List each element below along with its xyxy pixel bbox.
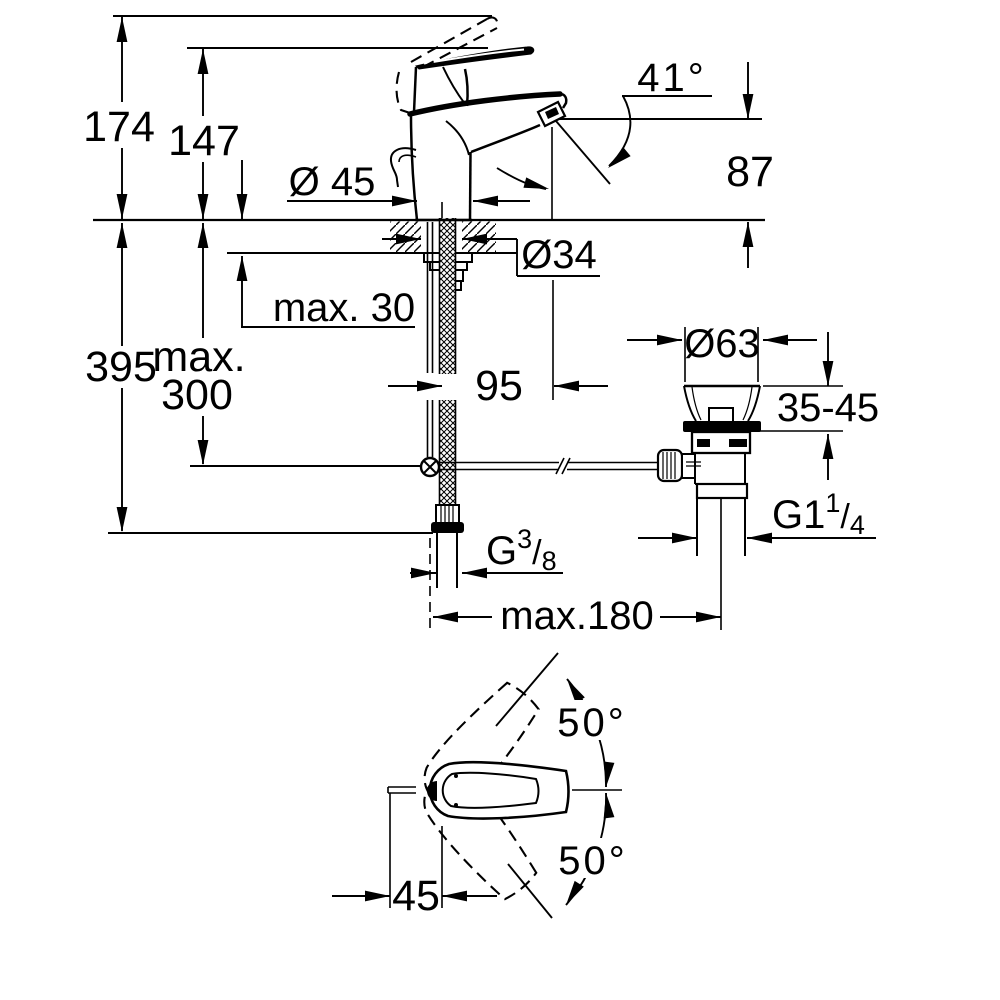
deck-hatch-left: [390, 221, 421, 253]
deck-hatch-right: [462, 221, 496, 253]
dim-swivel-up: 50°: [557, 701, 627, 745]
dim-handle-offset: 45: [392, 872, 440, 920]
dim-rod-length-word: max.: [152, 333, 245, 381]
dim-outlet-height: 87: [726, 148, 774, 196]
supply-hose: [431, 218, 464, 588]
dim-waste-thread: G11/4: [772, 488, 865, 540]
spout-underside: [470, 123, 541, 154]
handle-top-view: [387, 681, 570, 901]
dim-supply-thread: G3/8: [486, 524, 557, 576]
pop-up-waste-assembly: [656, 384, 761, 556]
dimension-labels: 174 147 41° 87 Ø 45 Ø34 max. 30 395 max.…: [83, 56, 879, 920]
lever-raised-dashed: [395, 16, 499, 115]
dim-lever-height: 147: [168, 117, 240, 165]
dim-spout-angle: 41°: [637, 56, 707, 100]
dim-swivel-down: 50°: [558, 839, 628, 883]
faucet-body: [389, 16, 568, 222]
aerator: [536, 100, 567, 128]
handle-pivot-mark: [427, 781, 437, 801]
waste-tailpiece: [695, 482, 749, 500]
rod-knob: [656, 448, 701, 483]
dim-rod-length-value: 300: [161, 371, 233, 419]
dim-hole-diameter: Ø34: [521, 233, 597, 277]
dim-spout-projection: 95: [475, 362, 523, 410]
waste-body: [690, 430, 752, 455]
handle-block: [412, 66, 418, 113]
dim-overall-height: 174: [83, 103, 155, 151]
dim-waste-height-range: 35-45: [777, 386, 879, 430]
handle-tab: [387, 786, 416, 794]
handle-outline: [428, 760, 570, 820]
dim-deck-thickness: max. 30: [273, 286, 415, 330]
pop-up-knob: [389, 147, 417, 188]
pop-up-rod: [404, 222, 658, 478]
dim-rod-reach: max.180: [500, 594, 653, 638]
dim-waste-flange-diameter: Ø63: [684, 322, 760, 366]
dim-supply-length: 395: [85, 343, 157, 391]
faucet-front-view: [389, 16, 658, 588]
spout-top-edge: [407, 91, 563, 117]
dim-base-diameter: Ø 45: [289, 160, 376, 204]
